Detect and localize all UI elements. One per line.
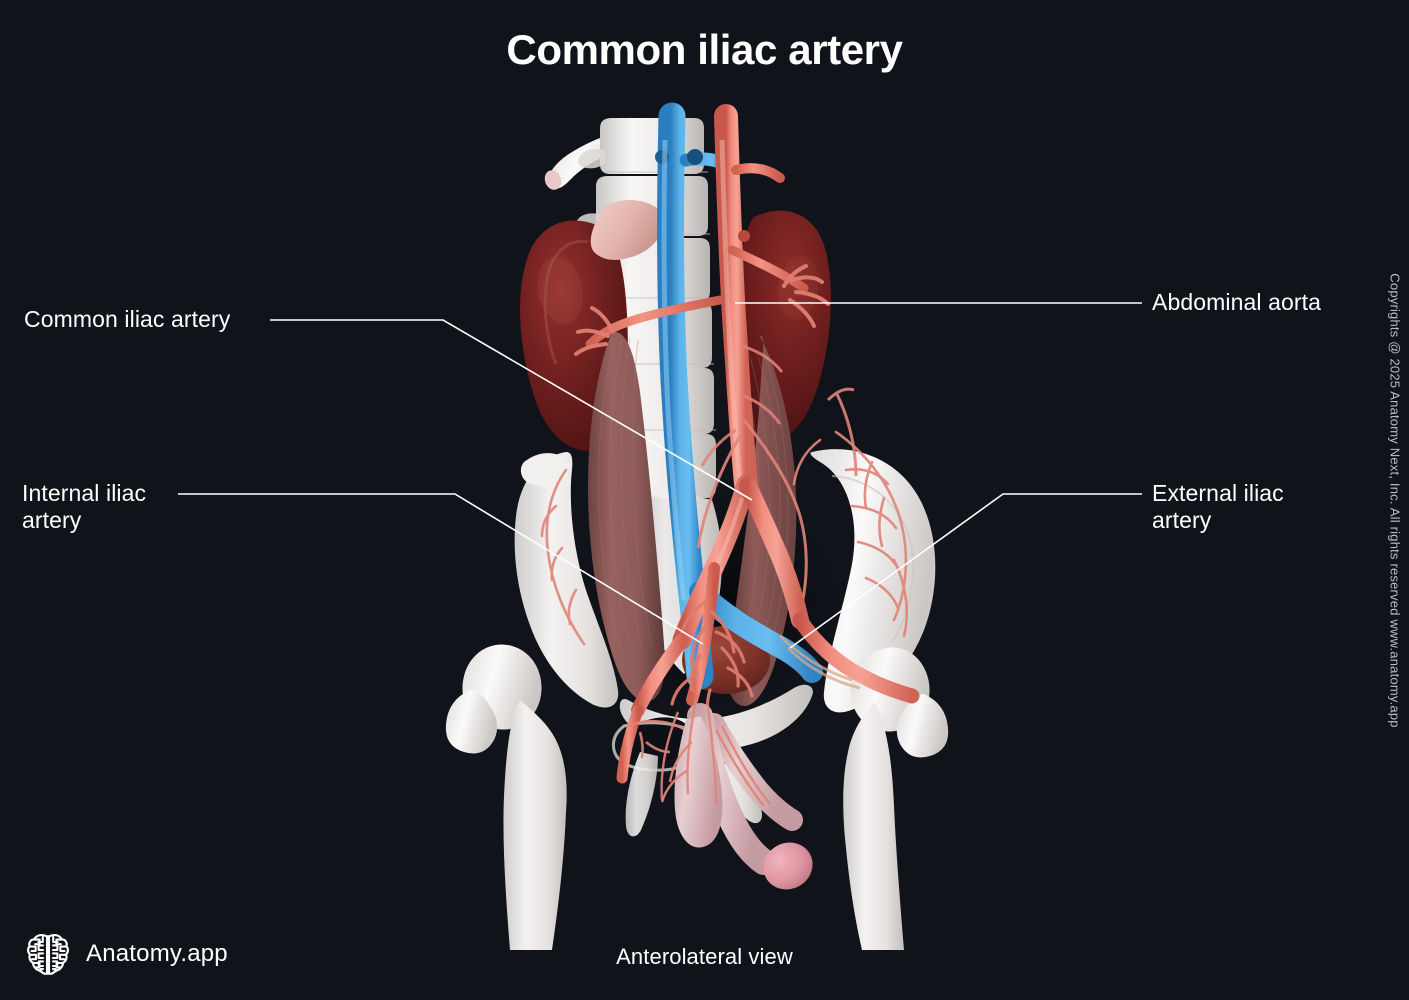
visceral-branches	[696, 387, 858, 605]
view-caption: Anterolateral view	[616, 944, 793, 969]
gonadal-vessels	[778, 634, 861, 690]
logo-text: Anatomy.app	[86, 940, 228, 967]
copyright-notice: Copyrights @ 2025 Anatomy Next, Inc. All…	[1380, 0, 1409, 1000]
iliac-arterial-network-left	[540, 468, 586, 646]
adrenal-gland	[590, 200, 665, 260]
page-title: Common iliac artery	[506, 26, 903, 73]
label-external-iliac-artery[interactable]: External iliac artery	[1152, 480, 1284, 533]
leader-common-iliac-artery	[270, 319, 753, 501]
leader-external-iliac-artery	[789, 493, 1142, 649]
pudendal-vessels	[660, 699, 718, 805]
label-abdominal-aorta[interactable]: Abdominal aorta	[1152, 289, 1321, 315]
external-iliac-artery	[616, 612, 920, 784]
copyright-text: Copyrights @ 2025 Anatomy Next, Inc. All…	[1387, 272, 1403, 728]
iliac-arterial-network	[792, 430, 909, 638]
leader-lines	[178, 302, 1142, 649]
label-internal-iliac-artery[interactable]: Internal iliac artery	[22, 480, 147, 533]
obturator-foramen-left	[624, 717, 692, 763]
brain-icon	[27, 933, 69, 975]
anatomy-app-logo[interactable]: Anatomy.app	[26, 931, 228, 977]
label-common-iliac-artery[interactable]: Common iliac artery	[24, 306, 231, 332]
ilium-left	[514, 452, 619, 708]
external-genitalia	[660, 703, 813, 890]
glans	[763, 842, 813, 890]
leader-internal-iliac-artery	[178, 493, 704, 645]
femur-left	[445, 644, 567, 950]
